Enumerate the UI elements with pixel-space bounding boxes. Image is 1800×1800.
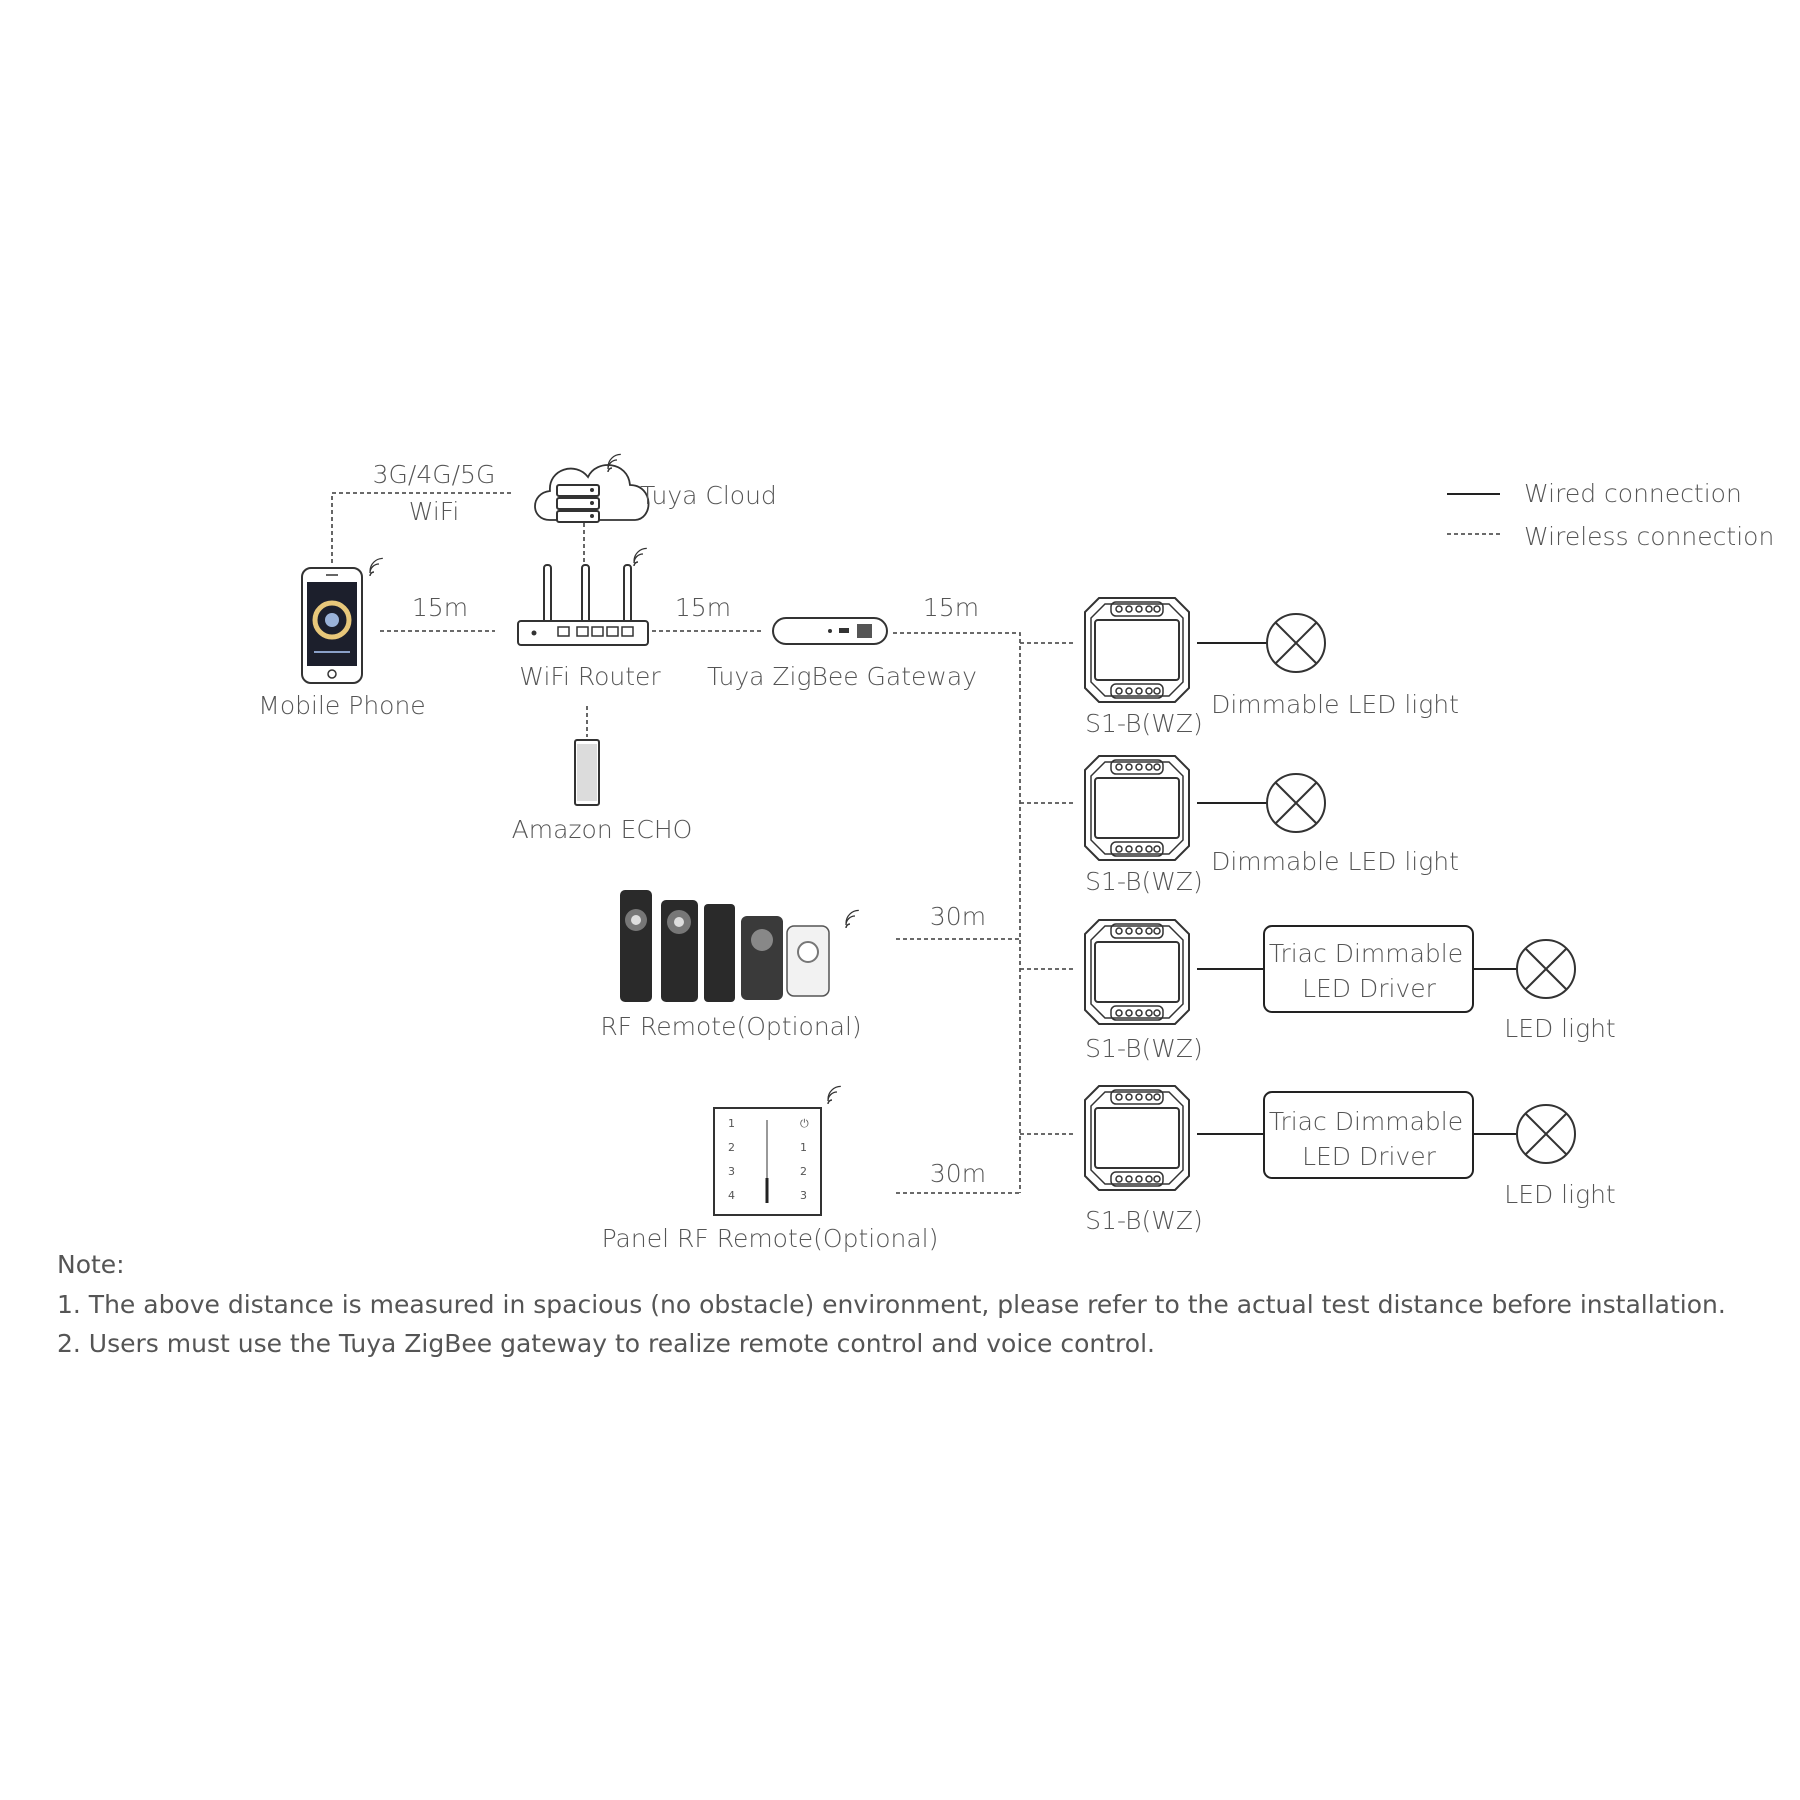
module-4: S1-B(WZ) Triac Dimmable LED Driver LED l…: [1084, 1085, 1616, 1235]
panel-key-right-2: 1: [800, 1141, 807, 1154]
cloud-icon: [534, 464, 650, 523]
note-item-2: 2. Users must use the Tuya ZigBee gatewa…: [57, 1329, 1155, 1358]
router-label: WiFi Router: [519, 662, 661, 691]
module-label: S1-B(WZ): [1085, 1206, 1203, 1235]
phone-icon: [301, 567, 363, 684]
panel-key-right-1: ⏻: [800, 1117, 809, 1130]
panel-key-left-2: 2: [728, 1141, 735, 1154]
panel-key-left-1: 1: [728, 1117, 735, 1130]
rf-remote-label: RF Remote(Optional): [600, 1012, 861, 1041]
bulb-icon: [1516, 939, 1576, 999]
driver-label-line1: Triac Dimmable: [1269, 1107, 1463, 1136]
network-label-top: 3G/4G/5G: [373, 460, 496, 489]
router-gateway-distance: 15m: [675, 593, 731, 622]
cloud-label: Tuya Cloud: [640, 481, 777, 510]
rf-remote-wifi-icon: [845, 909, 860, 929]
rf-remote-icon: [620, 890, 830, 1002]
module-icon: [1084, 1085, 1190, 1191]
network-label-bottom: WiFi: [409, 497, 460, 526]
driver-label-line1: Triac Dimmable: [1269, 939, 1463, 968]
gateway-modules-distance: 15m: [923, 593, 979, 622]
router-wifi-icon: [633, 547, 648, 567]
phone-label: Mobile Phone: [258, 691, 425, 720]
panel-remote-label: Panel RF Remote(Optional): [602, 1224, 939, 1253]
wireless-legend-label: Wireless connection: [1524, 522, 1774, 551]
load-label: Dimmable LED light: [1211, 847, 1459, 876]
panel-key-right-4: 3: [800, 1189, 807, 1202]
panel-remote-icon: 1 2 3 4 ⏻ 1 2 3: [713, 1107, 822, 1216]
phone-router-distance: 15m: [412, 593, 468, 622]
module-label: S1-B(WZ): [1085, 709, 1203, 738]
panel-key-left-3: 3: [728, 1165, 735, 1178]
bulb-icon: [1266, 613, 1326, 673]
panel-key-left-4: 4: [728, 1189, 735, 1202]
panel-remote-distance: 30m: [930, 1159, 986, 1188]
module-icon: [1084, 597, 1190, 703]
load-label: LED light: [1504, 1180, 1615, 1209]
bulb-icon: [1266, 773, 1326, 833]
module-3: S1-B(WZ) Triac Dimmable LED Driver LED l…: [1084, 919, 1616, 1063]
bulb-icon: [1516, 1104, 1576, 1164]
wired-legend-label: Wired connection: [1524, 479, 1742, 508]
module-1: S1-B(WZ) Dimmable LED light: [1084, 597, 1459, 738]
notes: Note: 1. The above distance is measured …: [57, 1250, 1726, 1358]
module-label: S1-B(WZ): [1085, 867, 1203, 896]
cloud-link-line: [331, 492, 512, 563]
echo-label: Amazon ECHO: [512, 815, 693, 844]
load-label: Dimmable LED light: [1211, 690, 1459, 719]
router-icon: [517, 564, 649, 646]
driver-label-line2: LED Driver: [1302, 1142, 1437, 1171]
panel-key-right-3: 2: [800, 1165, 807, 1178]
note-item-1: 1. The above distance is measured in spa…: [57, 1290, 1726, 1319]
legend: Wired connection Wireless connection: [1447, 479, 1774, 551]
driver-label-line2: LED Driver: [1302, 974, 1437, 1003]
module-label: S1-B(WZ): [1085, 1034, 1203, 1063]
notes-title: Note:: [57, 1250, 125, 1279]
gateway-bus-link-line: [893, 632, 1021, 1193]
load-label: LED light: [1504, 1014, 1615, 1043]
panel-remote-wifi-icon: [827, 1085, 842, 1105]
rf-remote-distance: 30m: [930, 902, 986, 931]
gateway-icon: [772, 617, 888, 645]
gateway-label: Tuya ZigBee Gateway: [707, 662, 977, 691]
module-2: S1-B(WZ) Dimmable LED light: [1084, 755, 1459, 896]
module-icon: [1084, 755, 1190, 861]
phone-wifi-icon: [369, 557, 384, 577]
echo-icon: [574, 739, 600, 806]
module-icon: [1084, 919, 1190, 1025]
